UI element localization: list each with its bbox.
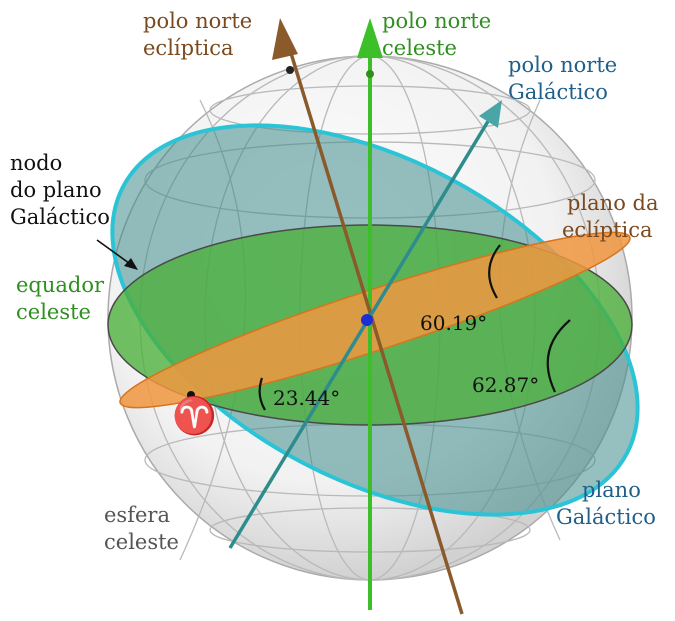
label-galactic-plane: plano Galáctico <box>556 478 656 529</box>
label-celestial-sphere: esfera celeste <box>104 503 179 554</box>
svg-text:Galáctico: Galáctico <box>556 505 656 529</box>
svg-text:nodo: nodo <box>10 151 62 175</box>
arc-60 <box>488 244 501 299</box>
svg-text:celeste: celeste <box>104 530 179 554</box>
label-galactic-node: nodo do plano Galáctico <box>10 151 110 229</box>
arc-23 <box>258 377 266 411</box>
ecliptic-axis <box>272 18 464 615</box>
angle-arcs <box>258 244 571 411</box>
node-pointer <box>96 239 138 270</box>
aries-icon: ♈ <box>172 395 217 437</box>
svg-text:eclíptica: eclíptica <box>562 218 653 242</box>
svg-text:Galáctico: Galáctico <box>10 205 110 229</box>
center-point <box>361 314 373 326</box>
svg-text:plano: plano <box>582 478 641 502</box>
vernal-equinox-point <box>187 391 195 399</box>
label-celestial-pole: polo norte celeste <box>382 9 491 60</box>
label-ecliptic-pole: polo norte eclíptica <box>143 9 252 60</box>
angle-ecliptic-equator: 23.44° <box>273 386 340 410</box>
svg-text:esfera: esfera <box>104 503 170 527</box>
svg-text:eclíptica: eclíptica <box>143 36 234 60</box>
svg-text:plano da: plano da <box>567 191 659 215</box>
angle-galactic-ecliptic: 60.19° <box>420 311 487 335</box>
galactic-axis <box>228 100 502 549</box>
svg-text:polo norte: polo norte <box>508 53 617 77</box>
svg-text:polo norte: polo norte <box>382 9 491 33</box>
arc-62 <box>546 319 571 393</box>
svg-text:celeste: celeste <box>382 36 457 60</box>
label-galactic-pole: polo norte Galáctico <box>508 53 617 104</box>
svg-text:do plano: do plano <box>10 178 102 202</box>
label-celestial-equator: equador celeste <box>16 273 105 324</box>
svg-text:equador: equador <box>16 273 105 297</box>
svg-text:polo norte: polo norte <box>143 9 252 33</box>
svg-text:celeste: celeste <box>16 300 91 324</box>
ecliptic-plane <box>119 231 631 409</box>
label-ecliptic-plane: plano da eclíptica <box>562 191 659 242</box>
angle-galactic-equator: 62.87° <box>472 373 539 397</box>
svg-text:Galáctico: Galáctico <box>508 80 608 104</box>
